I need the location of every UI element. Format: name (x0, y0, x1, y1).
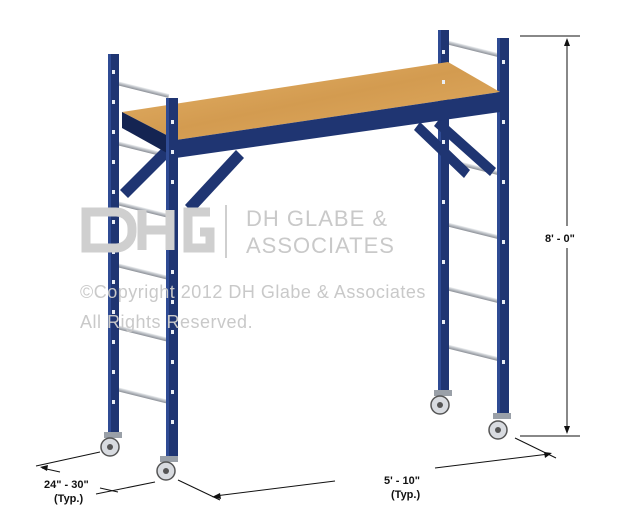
caster-front-right (488, 413, 511, 440)
watermark-name-line1: DH GLABE & (246, 206, 389, 231)
caster-back-right (430, 390, 452, 415)
post-holes (112, 50, 505, 424)
watermark-rights: All Rights Reserved. (80, 312, 254, 332)
casters (100, 390, 511, 481)
right-end-frame (438, 30, 509, 414)
height-label: 8' - 0" (545, 233, 575, 245)
length-note: (Typ.) (391, 489, 420, 501)
watermark-logo (81, 207, 215, 253)
width-note: (Typ.) (54, 493, 83, 505)
caster-front-left (156, 456, 178, 481)
plank-deck (122, 62, 500, 140)
left-end-rungs (112, 80, 170, 404)
braces (120, 118, 496, 213)
caster-back-left (100, 432, 122, 457)
watermark-name-line2: ASSOCIATES (246, 233, 395, 258)
watermark-copyright: ©Copyright 2012 DH Glabe & Associates (80, 282, 426, 302)
height-dimension (520, 35, 580, 437)
back-right-post (438, 30, 449, 392)
width-label: 24" - 30" (44, 479, 89, 491)
platform (122, 62, 500, 158)
width-dimension (35, 451, 156, 495)
length-dimension (177, 437, 557, 501)
length-label: 5' - 10" (384, 475, 420, 487)
